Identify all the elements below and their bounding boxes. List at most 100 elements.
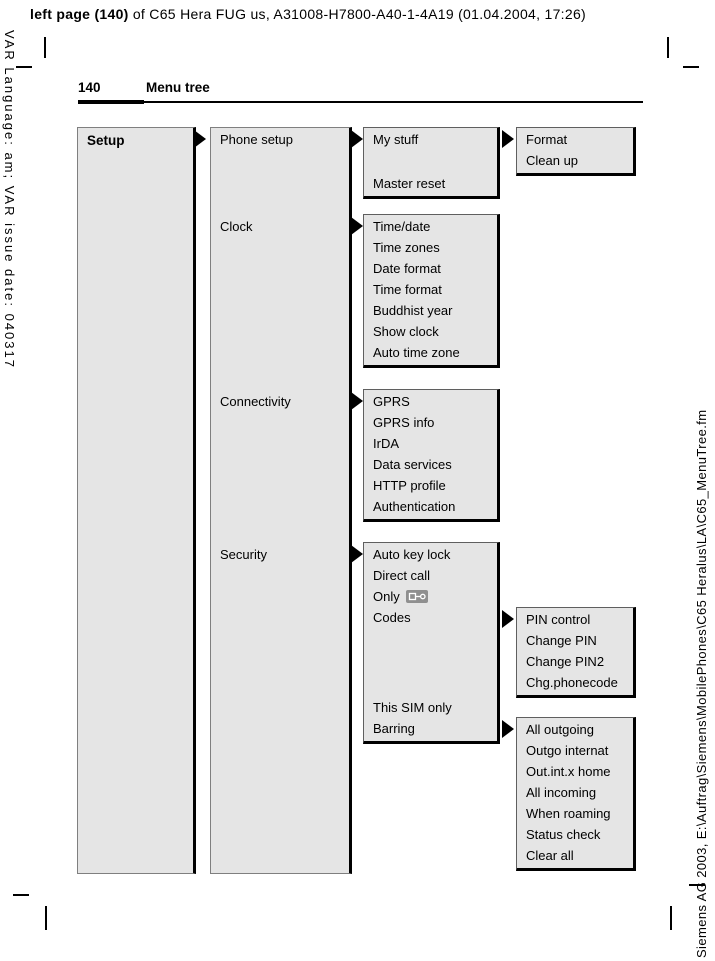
- menu-item: My stuff: [373, 129, 493, 150]
- menu-item-label: Change PIN: [526, 633, 597, 648]
- menu-item: [373, 651, 493, 674]
- crop-mark: [670, 906, 672, 930]
- menu-item-label: Out.int.x home: [526, 764, 611, 779]
- menu-item-label: Authentication: [373, 499, 456, 514]
- print-header-rest: of C65 Hera FUG us, A31008-H7800-A40-1-4…: [128, 6, 586, 22]
- menu-item: Time/date: [373, 216, 493, 237]
- menu-item: Clean up: [526, 150, 629, 171]
- menu-item: Change PIN2: [526, 651, 629, 672]
- menu-item: Codes: [373, 607, 493, 628]
- crop-mark: [45, 906, 47, 930]
- crop-mark: [16, 66, 32, 68]
- menu-item: PIN control: [526, 609, 629, 630]
- arrow-icon: [351, 217, 363, 235]
- menu-item: Only: [373, 586, 493, 607]
- menu-item-label: Chg.phonecode: [526, 675, 618, 690]
- menu-item: All outgoing: [526, 719, 629, 740]
- menu-item: HTTP profile: [373, 475, 493, 496]
- menu-item: Auto key lock: [373, 544, 493, 565]
- menu-item-label: Data services: [373, 457, 452, 472]
- menu-item: Change PIN: [526, 630, 629, 651]
- menu-item: [373, 674, 493, 697]
- menu-item-label: Time/date: [373, 219, 431, 234]
- menu-level2-box: Phone setup Clock Connectivity Security: [210, 127, 352, 874]
- menu-item: Show clock: [373, 321, 493, 342]
- print-header-bold: left page (140): [30, 6, 129, 22]
- menu-item: IrDA: [373, 433, 493, 454]
- arrow-icon: [351, 545, 363, 563]
- menu-item: Date format: [373, 258, 493, 279]
- crop-mark: [667, 37, 669, 58]
- menu-item-label: Barring: [373, 721, 415, 736]
- menu-item: Clear all: [526, 845, 629, 866]
- menu-item-label: Codes: [373, 610, 411, 625]
- menu-item: Out.int.x home: [526, 761, 629, 782]
- menu-item: GPRS info: [373, 412, 493, 433]
- menu-item-label: GPRS: [373, 394, 410, 409]
- menu-item-label: IrDA: [373, 436, 399, 451]
- menu-item-label: Direct call: [373, 568, 431, 583]
- menu-item-label: All outgoing: [526, 722, 594, 737]
- menu-item-label: PIN control: [526, 612, 591, 627]
- menu-item: Auto time zone: [373, 342, 493, 363]
- menu-item-label: Time format: [373, 282, 442, 297]
- menu-item-phone-setup: Phone setup: [220, 132, 294, 147]
- menu-item-label: Clean up: [526, 153, 579, 168]
- menu-item-label: Show clock: [373, 324, 439, 339]
- menu-item-label: Buddhist year: [373, 303, 453, 318]
- menu-item-label: My stuff: [373, 132, 419, 147]
- arrow-icon: [502, 130, 514, 148]
- arrow-icon: [502, 720, 514, 738]
- menu-item-security: Security: [220, 547, 267, 562]
- menu-item: Time format: [373, 279, 493, 300]
- menu-item-label: Outgo internat: [526, 743, 609, 758]
- menu-item: Direct call: [373, 565, 493, 586]
- menu-item: Master reset: [373, 173, 493, 194]
- crop-mark: [683, 66, 699, 68]
- crop-mark: [689, 884, 705, 886]
- arrow-icon: [351, 130, 363, 148]
- arrow-icon: [194, 130, 206, 148]
- menu-item: Barring: [373, 718, 493, 739]
- menu-item-label: Clear all: [526, 848, 574, 863]
- page-number: 140: [78, 80, 101, 95]
- menu-item-label: Date format: [373, 261, 441, 276]
- menu-item-label: Time zones: [373, 240, 440, 255]
- menu-item-label: Only: [373, 589, 400, 604]
- header-rule-thick: [78, 100, 144, 104]
- print-header: left page (140) of C65 Hera FUG us, A310…: [30, 6, 586, 22]
- menu-item-label: Format: [526, 132, 568, 147]
- page-title: Menu tree: [146, 80, 210, 95]
- menu-item-label: Auto time zone: [373, 345, 460, 360]
- header-rule-thin: [144, 101, 643, 103]
- menu-item: [373, 150, 493, 173]
- menu-item: [373, 628, 493, 651]
- menu-root-box: Setup: [77, 127, 196, 874]
- menu-item-label: HTTP profile: [373, 478, 446, 493]
- menu-item: Format: [526, 129, 629, 150]
- menu-item: Buddhist year: [373, 300, 493, 321]
- crop-mark: [44, 37, 46, 58]
- menu-item-label: When roaming: [526, 806, 611, 821]
- menu-item: When roaming: [526, 803, 629, 824]
- menu-item-label: Master reset: [373, 176, 446, 191]
- arrow-icon: [502, 610, 514, 628]
- menu-item: Outgo internat: [526, 740, 629, 761]
- menu-item-connectivity: Connectivity: [220, 394, 291, 409]
- menu-item: This SIM only: [373, 697, 493, 718]
- right-margin-note: © Siemens AG 2003, E:\Auftrag\Siemens\Mo…: [694, 409, 709, 961]
- menu-item: Time zones: [373, 237, 493, 258]
- crop-mark: [13, 894, 29, 896]
- arrow-icon: [351, 392, 363, 410]
- menu-item-label: Status check: [526, 827, 601, 842]
- menu-item: Chg.phonecode: [526, 672, 629, 693]
- menu-item: GPRS: [373, 391, 493, 412]
- menu-item-label: GPRS info: [373, 415, 435, 430]
